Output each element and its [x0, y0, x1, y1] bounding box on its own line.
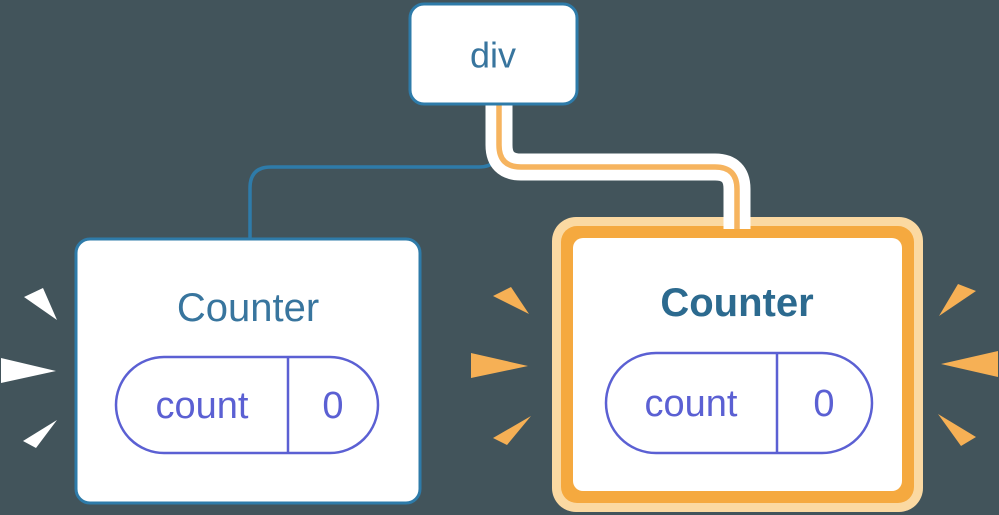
sparkle-ray — [939, 284, 976, 316]
state-key-right: count — [645, 383, 738, 425]
state-value-left: 0 — [322, 385, 343, 427]
counter-node-right-title: Counter — [660, 281, 813, 325]
edge-div-to-right-counter — [485, 103, 751, 229]
state-pill-left: count 0 — [114, 355, 380, 455]
sparkle-ray — [493, 287, 529, 314]
state-pill-right-outline — [604, 351, 874, 455]
root-node: div — [408, 2, 579, 106]
sparkle-ray — [938, 414, 976, 446]
sparkle-burst-right-counter-east-icon — [938, 284, 998, 446]
edge-div-to-left-counter — [248, 105, 501, 241]
root-node-label: div — [470, 35, 516, 76]
edge-div-to-right-counter-line — [496, 103, 740, 229]
state-pill-left-outline — [114, 355, 380, 455]
counter-node-right: Counter count 0 — [552, 217, 923, 512]
sparkle-ray — [23, 420, 57, 448]
sparkle-ray — [471, 353, 528, 378]
sparkle-ray — [24, 288, 57, 320]
sparkle-ray — [941, 351, 998, 377]
state-pill-right: count 0 — [604, 351, 874, 455]
state-value-right: 0 — [813, 383, 834, 425]
counter-node-left: Counter count 0 — [74, 237, 422, 505]
counter-node-left-title: Counter — [177, 286, 319, 330]
sparkle-burst-left-counter-icon — [1, 288, 57, 448]
state-key-left: count — [156, 385, 249, 427]
sparkle-ray — [493, 416, 531, 445]
sparkle-burst-right-counter-west-icon — [471, 287, 531, 445]
sparkle-ray — [1, 358, 56, 383]
root-node-box — [408, 2, 579, 106]
